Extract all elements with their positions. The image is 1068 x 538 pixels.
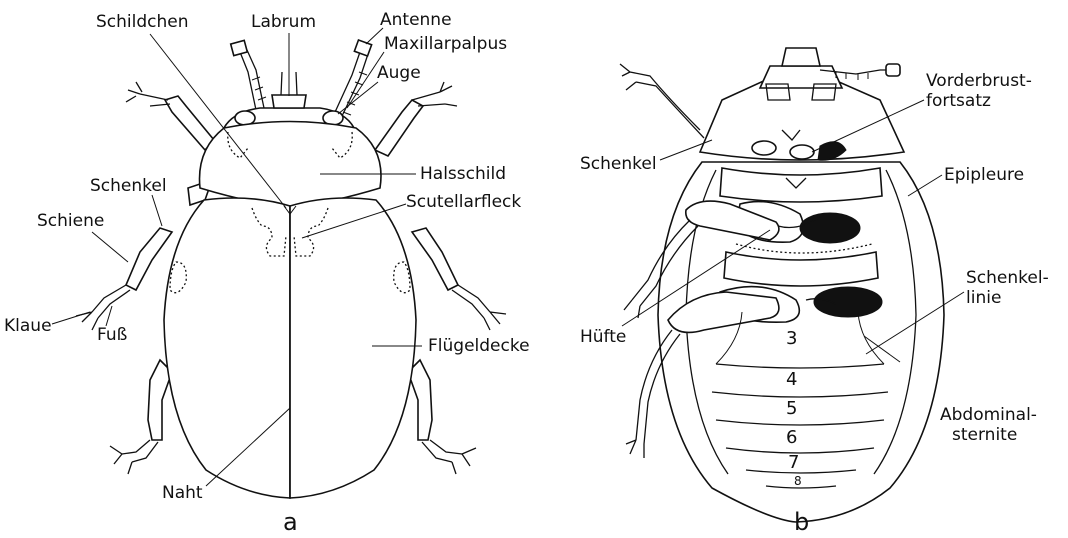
label-fuss: Fuß xyxy=(97,325,127,345)
label-schenkel-a: Schenkel xyxy=(90,176,167,196)
label-schildchen: Schildchen xyxy=(96,12,189,32)
panel-letter-b: b xyxy=(794,508,809,536)
panel-a-illustration xyxy=(76,40,506,498)
segment-number-8: 8 xyxy=(794,474,802,488)
label-auge: Auge xyxy=(377,63,421,83)
segment-number-7: 7 xyxy=(788,452,799,473)
label-scutellarfleck: Scutellarfleck xyxy=(406,192,521,212)
label-naht: Naht xyxy=(162,483,203,503)
leader-fuss xyxy=(106,306,112,326)
leader-schiene xyxy=(92,232,128,262)
panel-letter-a: a xyxy=(283,508,298,536)
panel-b-illustration xyxy=(620,48,944,522)
label-fluegeldecke: Flügeldecke xyxy=(428,336,530,356)
label-vorderbrust-line1: Vorderbrust- xyxy=(926,71,1032,91)
label-epipleure: Epipleure xyxy=(944,165,1024,185)
label-schenkel-b: Schenkel xyxy=(580,154,657,174)
label-schiene: Schiene xyxy=(37,211,104,231)
segment-number-4: 4 xyxy=(786,369,797,390)
segment-number-6: 6 xyxy=(786,427,797,448)
label-huefte: Hüfte xyxy=(580,327,626,347)
label-labrum: Labrum xyxy=(251,12,316,32)
label-abdominal-line2: sternite xyxy=(952,425,1017,445)
leader-klaue xyxy=(52,312,90,324)
label-schenkellinie-line2: linie xyxy=(966,288,1001,308)
leader-auge xyxy=(338,82,378,114)
label-antenne: Antenne xyxy=(380,10,452,30)
leader-antenne xyxy=(366,28,383,44)
leader-schenkel-a xyxy=(152,195,162,226)
label-abdominal-line1: Abdominal- xyxy=(940,405,1037,425)
label-schenkellinie-line1: Schenkel- xyxy=(966,268,1049,288)
label-maxillarpalpus: Maxillarpalpus xyxy=(384,34,507,54)
label-klaue: Klaue xyxy=(4,316,52,336)
label-halsschild: Halsschild xyxy=(420,164,506,184)
segment-number-3: 3 xyxy=(786,328,797,349)
label-vorderbrust-line2: fortsatz xyxy=(926,91,991,111)
segment-number-5: 5 xyxy=(786,398,797,419)
